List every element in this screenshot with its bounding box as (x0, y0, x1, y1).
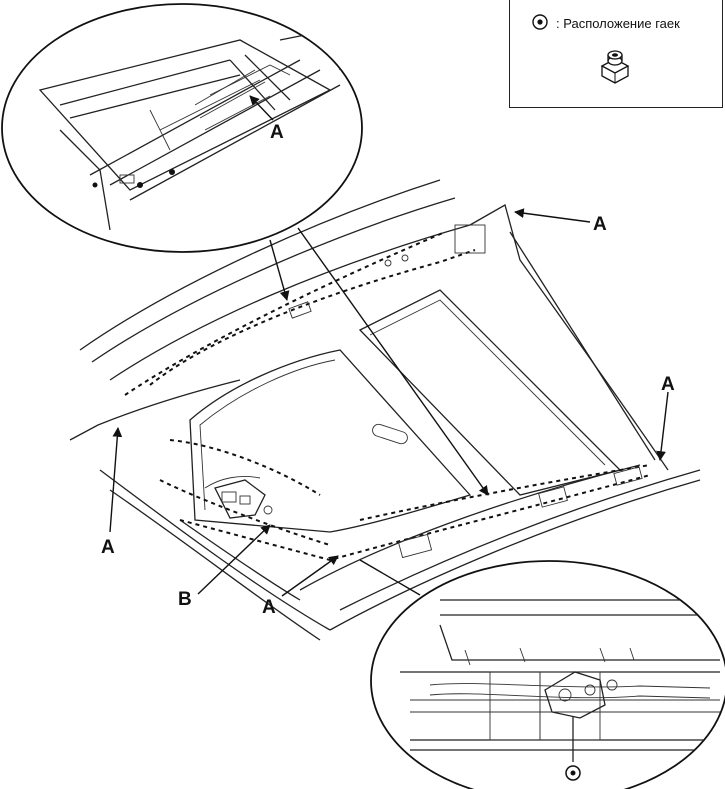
nut-location-marker-icon (532, 14, 548, 30)
label-a-top-detail: A (270, 122, 284, 143)
detail-view-top (1, 3, 363, 253)
detail-view-bottom (370, 560, 725, 789)
label-b: B (178, 589, 192, 610)
label-a-top-right: A (593, 214, 607, 235)
legend-text: : Расположение гаек (556, 16, 680, 31)
roof-outline (69, 179, 701, 641)
harness-components (288, 224, 643, 559)
connector-cluster-b (204, 476, 273, 519)
legend-box: : Расположение гаек (509, 0, 723, 108)
leader-lines (269, 227, 489, 596)
label-a-bottom: A (262, 597, 276, 618)
label-arrows (109, 95, 669, 597)
label-a-right: A (661, 374, 675, 395)
hex-nut-icon (600, 50, 630, 84)
wiring-harness-route (124, 231, 651, 562)
callout-labels: A A A A A B (101, 122, 675, 618)
label-a-left: A (101, 537, 115, 558)
